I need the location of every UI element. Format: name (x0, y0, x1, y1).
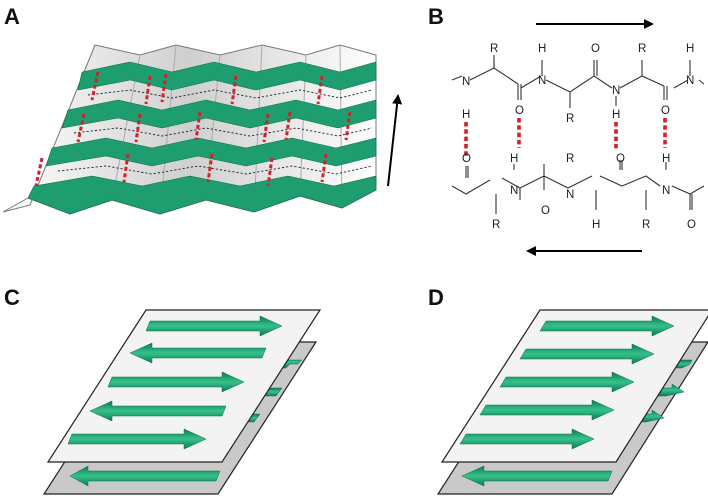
atom-r: R (492, 219, 500, 231)
atom-n: N (612, 85, 620, 97)
atom-r: R (566, 153, 574, 165)
strand-1 (77, 61, 377, 91)
d-strand-2-right (519, 343, 655, 365)
atom-n: N (510, 185, 518, 197)
panel-label-c: C (4, 285, 20, 310)
strand-axes (57, 89, 373, 175)
panel-label-a: A (4, 4, 20, 29)
atom-o: O (687, 219, 696, 231)
atom-h: H (592, 219, 600, 231)
atom-h: H (662, 153, 670, 165)
atom-h: H (612, 109, 620, 121)
top-backbone (451, 55, 705, 108)
backbone-hydrogen-bonds (464, 118, 667, 156)
strand-4 (27, 175, 377, 215)
strand-direction-arrow (387, 94, 403, 187)
atom-n: N (686, 75, 694, 87)
d-strand-1-right (539, 315, 675, 337)
upper-sheet-strands (459, 315, 675, 450)
atom-r: R (490, 43, 498, 55)
atom-n: N (462, 76, 470, 88)
panel-label-d: D (428, 285, 444, 310)
atom-o: O (616, 153, 625, 165)
panel-b: B R N H N O R O N (428, 4, 705, 256)
c-strand-3-right (107, 371, 245, 393)
c-strand-4-left (89, 400, 227, 422)
pleated-sheet (2, 44, 377, 215)
bottom-atoms: O H N R N H O H N R O R O (462, 153, 696, 231)
c-strand-1-right (145, 315, 283, 337)
panel-a: A (2, 4, 403, 215)
d-strand-4-right (479, 399, 615, 421)
bottom-backbone (451, 160, 705, 214)
lower-sheet-strands (69, 355, 303, 487)
atom-o: O (591, 43, 600, 55)
atom-n: N (566, 189, 574, 201)
atom-h: H (462, 109, 470, 121)
atom-h: H (510, 153, 518, 165)
upper-sheet-strands (67, 315, 283, 450)
lower-sheet-strands (461, 359, 693, 487)
strands (27, 61, 377, 215)
atom-h: H (538, 43, 546, 55)
panel-c: C (4, 285, 322, 495)
c-strand-5-right (67, 428, 207, 450)
atom-o: O (541, 205, 550, 217)
d-strand-5-right (459, 428, 595, 450)
atom-r: R (638, 43, 646, 55)
atom-r: R (566, 113, 574, 125)
strand-3 (45, 137, 377, 167)
lower-sheet-strand-left (69, 465, 221, 487)
atom-h: H (686, 43, 694, 55)
d-strand-3-right (499, 371, 635, 393)
atom-n: N (538, 75, 546, 87)
c-strand-2-left (129, 342, 267, 364)
top-atoms: R N H N O R O N H R O H N H (462, 43, 694, 125)
panel-d: D (428, 285, 708, 495)
atom-o: O (462, 153, 471, 165)
atom-o: O (515, 105, 524, 117)
lower-sheet-strand-left (461, 465, 613, 487)
atom-o: O (661, 105, 670, 117)
panel-label-b: B (428, 4, 444, 29)
atom-n: N (662, 185, 670, 197)
sheet-hydrogen-bonds (34, 71, 352, 187)
atom-r: R (642, 219, 650, 231)
